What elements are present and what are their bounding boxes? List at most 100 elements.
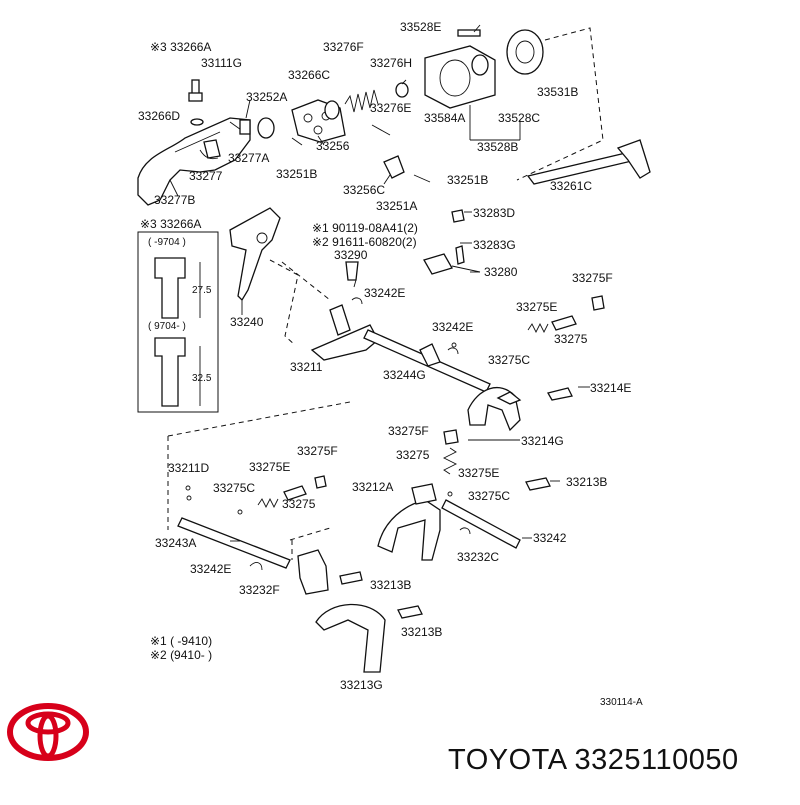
label-33531b: 33531B [537, 85, 579, 99]
footnote-1: ※1 ( -9410) [150, 634, 213, 648]
part-33275f-b [443, 429, 459, 445]
label-33244g: 33244G [383, 368, 426, 382]
plug-33277 [203, 139, 221, 159]
footnote-2: ※2 (9410- ) [150, 648, 213, 662]
shaft-33243a [177, 517, 291, 569]
part-33275f-c [314, 475, 327, 489]
label-33275e-b: 33275E [249, 460, 291, 474]
label-91611: ※2 91611-60820(2) [312, 235, 417, 249]
diagram-code: 330114-A [600, 697, 643, 708]
label-33528b: 33528B [477, 140, 519, 154]
label-33211d: 33211D [168, 461, 210, 475]
label-33528e: 33528E [400, 20, 442, 34]
plug-33252a [239, 119, 251, 135]
label-33266d: 33266D [138, 109, 181, 123]
label-33275-b: 33275 [396, 448, 430, 462]
clip-33232c [459, 527, 471, 535]
label-33280: 33280 [484, 265, 518, 279]
label-33214e: 33214E [590, 381, 632, 395]
label-33276f: 33276F [323, 40, 364, 54]
label-33214g: 33214G [521, 434, 564, 448]
label-33242: 33242 [533, 531, 567, 545]
pin-33256 [291, 137, 303, 146]
part-33280 [423, 253, 453, 275]
label-33213b-a: 33213B [566, 475, 608, 489]
label-33275-a: 33275 [554, 332, 588, 346]
label-33251a: 33251A [376, 199, 418, 213]
label-33242e-c: 33242E [190, 562, 232, 576]
inset-top-dim: 27.5 [192, 285, 212, 296]
ring-33276e [324, 100, 340, 120]
part-33275-b [283, 485, 307, 501]
bolt-33111g [191, 79, 200, 95]
transmission-housing [137, 117, 251, 206]
spring-33275e-b [257, 497, 279, 509]
selector-33211 [310, 324, 379, 361]
inset-top-range: ( -9704 ) [148, 237, 186, 248]
part-33275f-a [591, 295, 605, 311]
part-33275-a [551, 315, 577, 331]
part-33256c [383, 155, 405, 179]
part-33528c [471, 54, 489, 76]
bolt-33213b-c [397, 605, 423, 619]
label-33266c: 33266C [288, 68, 331, 82]
toyota-logo [7, 703, 89, 761]
label-33275f-b: 33275F [388, 424, 429, 438]
clip-33242e-c [249, 562, 263, 571]
label-33290: 33290 [334, 248, 368, 262]
part-33283g [455, 245, 465, 265]
label-33213b-b: 33213B [370, 578, 412, 592]
label-33275c-c: 33275C [468, 489, 511, 503]
part-33531b [506, 29, 544, 75]
washer-33266d [190, 118, 204, 126]
label-33232c: 33232C [457, 550, 500, 564]
label-33212a: 33212A [352, 480, 394, 494]
label-33213g: 33213G [340, 678, 383, 692]
label-33275f-a: 33275F [572, 271, 613, 285]
label-33584a: 33584A [424, 111, 466, 125]
label-33283d: 33283D [473, 206, 516, 220]
label-33277: 33277 [189, 169, 223, 183]
label-33275e-c: 33275E [458, 466, 500, 480]
bolt-33214e [547, 387, 573, 401]
shaft-33242 [441, 499, 521, 549]
spring-33275-c [442, 447, 458, 475]
part-33283d [451, 209, 465, 223]
label-33528c: 33528C [498, 111, 541, 125]
label-90119: ※1 90119-08A41(2) [312, 221, 418, 235]
label-33275f-c: 33275F [297, 444, 338, 458]
label-33242e-b: 33242E [432, 320, 474, 334]
label-33232f: 33232F [239, 583, 280, 597]
label-33213b-c: 33213B [401, 625, 443, 639]
label-33252a: 33252A [246, 90, 288, 104]
inset-bottom-dim: 32.5 [192, 373, 212, 384]
ring-33276h [395, 82, 409, 98]
part-number-title: TOYOTA 3325110050 [448, 744, 739, 776]
label-33256: 33256 [316, 139, 350, 153]
label-33283g: 33283G [473, 238, 516, 252]
label-33276h: 33276H [370, 56, 413, 70]
plate-33232f [297, 549, 329, 595]
bolt-33528e [457, 29, 481, 37]
bolt-33213b-a [525, 477, 551, 491]
spring-33276f [344, 89, 379, 113]
label-33251b-a: 33251B [276, 167, 318, 181]
label-33277b: 33277B [154, 193, 196, 207]
label-33275-c: 33275 [282, 497, 316, 511]
label-33266a: ※3 33266A [150, 40, 212, 54]
clip-33242e-a [351, 297, 363, 305]
lever-33240 [229, 207, 281, 302]
inset-bottom-range: ( 9704- ) [148, 321, 186, 332]
label-33275c-a: 33275C [488, 353, 531, 367]
pin-33251b [371, 124, 391, 136]
bolt-33213b-b [339, 571, 363, 585]
label-33240: 33240 [230, 315, 264, 329]
clip-33242e-b [447, 347, 459, 355]
label-33243a: 33243A [155, 536, 197, 550]
label-33251b-b: 33251B [447, 173, 489, 187]
label-33256c: 33256C [343, 183, 386, 197]
label-33275e-a: 33275E [516, 300, 558, 314]
label-33261c: 33261C [550, 179, 593, 193]
